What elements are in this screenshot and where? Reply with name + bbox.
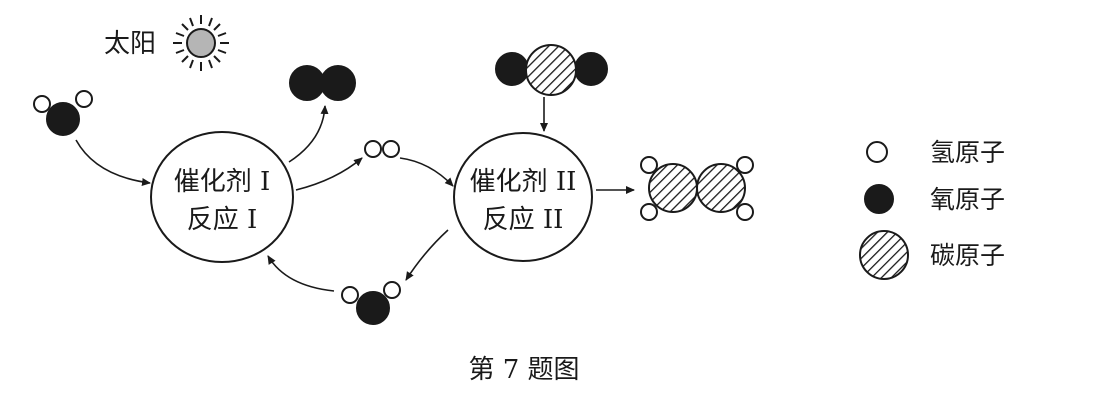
product-molecule <box>640 156 754 221</box>
arrow-catalyst-1-to-hydrogen <box>295 157 363 191</box>
hydrogen-molecule <box>364 140 400 158</box>
legend: 氢原子 氧原子 碳原子 <box>859 138 1005 280</box>
reaction-1-label: 反应 I <box>187 205 258 235</box>
legend-oxygen-label: 氧原子 <box>930 185 1005 214</box>
carbon-dioxide-molecule <box>495 44 608 96</box>
water-molecule-input <box>33 90 93 136</box>
arrow-catalyst-1-to-oxygen <box>288 105 329 163</box>
catalyst-1-node: 催化剂 I 反应 I <box>150 131 294 263</box>
legend-carbon-swatch <box>859 230 909 280</box>
legend-hydrogen-label: 氢原子 <box>930 138 1005 167</box>
legend-hydrogen-swatch <box>866 141 888 163</box>
oxygen-molecule-output <box>289 65 356 101</box>
arrow-catalyst-2-to-water <box>405 229 449 281</box>
figure-caption: 第 7 题图 <box>468 355 579 385</box>
sun-icon <box>173 15 229 71</box>
legend-oxygen-swatch <box>864 184 894 214</box>
arrow-hydrogen-to-catalyst-2 <box>399 157 454 187</box>
catalyst-1-label: 催化剂 I <box>174 167 271 197</box>
sun-label: 太阳 <box>104 29 156 59</box>
legend-carbon-label: 碳原子 <box>930 241 1005 270</box>
arrow-water-to-catalyst-1 <box>75 139 151 186</box>
arrow-water-to-catalyst-1-return <box>267 255 335 292</box>
catalyst-2-node: 催化剂 II 反应 II <box>453 132 593 262</box>
catalyst-2-label: 催化剂 II <box>470 167 577 197</box>
reaction-2-label: 反应 II <box>483 205 564 235</box>
water-molecule-recycled <box>341 281 401 325</box>
